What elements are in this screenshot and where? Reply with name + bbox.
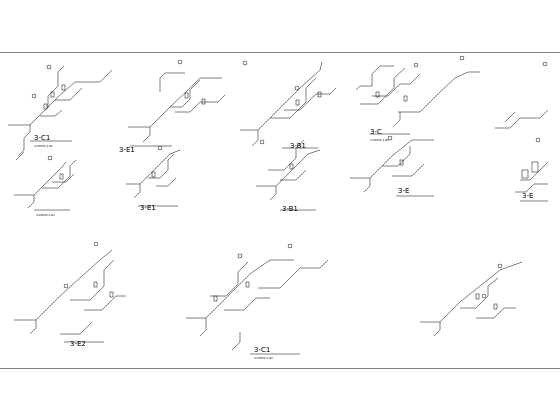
- valve-icon: [213, 295, 218, 302]
- diagram-3-c1-bottom: 3-C1 3-D1H02-1.0m: [186, 243, 329, 360]
- valve-icon: [245, 281, 250, 288]
- diagram-title: 3-E1: [119, 146, 135, 154]
- diagram-right-bottom: [420, 261, 523, 337]
- circle-number-icon: [497, 263, 503, 269]
- diagram-3-e-mid: 3-E: [350, 135, 434, 197]
- diagram-3-b1-top: 3-B1: [240, 60, 337, 150]
- valve-icon: [403, 95, 408, 102]
- diagram-title: 3-E1: [140, 204, 156, 212]
- diagram-3-e-right: 3-E: [515, 137, 549, 202]
- diagram-title: 3-E: [522, 192, 533, 200]
- valve-icon: [399, 159, 404, 166]
- valve-icon: [50, 91, 55, 98]
- valve-icon: [317, 91, 322, 98]
- diagram-subtitle: 3-D1H02-1.0m: [370, 138, 390, 142]
- valve-icon: [184, 92, 189, 99]
- diagram-subtitle: 3-D1H02-1.0m: [34, 144, 54, 148]
- circle-number-icon: [387, 135, 393, 141]
- diagram-3-e1-top: 3-E1: [119, 59, 226, 154]
- circle-number-icon: [46, 64, 52, 70]
- valve-icon: [475, 293, 480, 300]
- circle-number-icon: [63, 283, 69, 289]
- valve-icon: [493, 303, 498, 310]
- diagram-3-b1-mid: 3-B1: [256, 139, 321, 213]
- circle-number-icon: [157, 145, 163, 151]
- valve-icon: [531, 161, 539, 173]
- circle-number-icon: [259, 139, 265, 145]
- diagram-title: 3-B1: [282, 205, 298, 213]
- valve-icon: [109, 291, 114, 298]
- circle-number-icon: [31, 93, 37, 99]
- diagram-subtitle: 3-D1H02-1.0m: [254, 356, 274, 360]
- circle-number-icon: [542, 61, 548, 67]
- diagram-title: 3-C1: [254, 346, 270, 354]
- diagram-subtitle: 3-D1H02-1.0m: [36, 213, 56, 217]
- circle-number-icon: [481, 293, 487, 299]
- diagram-title: 3-E: [398, 187, 409, 195]
- valve-icon: [201, 98, 206, 105]
- valve-icon: [61, 84, 66, 91]
- circle-number-icon: [237, 253, 243, 259]
- diagram-3-c1-top: 3-C1 3-D1H02-1.0m: [8, 64, 113, 161]
- diagram-3-c-top: 3-C 3-D1H02-1.0m: [355, 55, 480, 142]
- valve-icon: [151, 171, 156, 178]
- valve-icon: [375, 91, 380, 98]
- diagram-3-e1-mid: 3-E1: [126, 145, 181, 212]
- circle-number-icon: [93, 241, 99, 247]
- valve-icon: [289, 163, 294, 170]
- circle-number-icon: [47, 155, 53, 161]
- circle-number-icon: [535, 137, 541, 143]
- valve-icon: [93, 281, 98, 288]
- valve-icon: [43, 103, 48, 110]
- circle-number-icon: [177, 59, 183, 65]
- diagram-right-top: [495, 61, 549, 129]
- diagram-3-e2-bottom: 3-E2: [14, 241, 126, 348]
- valve-icon: [295, 99, 300, 106]
- circle-number-icon: [294, 85, 300, 91]
- circle-number-icon: [413, 62, 419, 68]
- diagram-left-mid: 3-D1H02-1.0m: [14, 155, 77, 217]
- diagram-title: 3-C: [370, 128, 382, 136]
- diagram-title: 3-C1: [34, 134, 50, 142]
- diagram-title: 3-E2: [70, 340, 86, 348]
- valve-icon: [59, 173, 64, 180]
- circle-number-icon: [242, 60, 248, 66]
- circle-number-icon: [287, 243, 293, 249]
- circle-number-icon: [459, 55, 465, 61]
